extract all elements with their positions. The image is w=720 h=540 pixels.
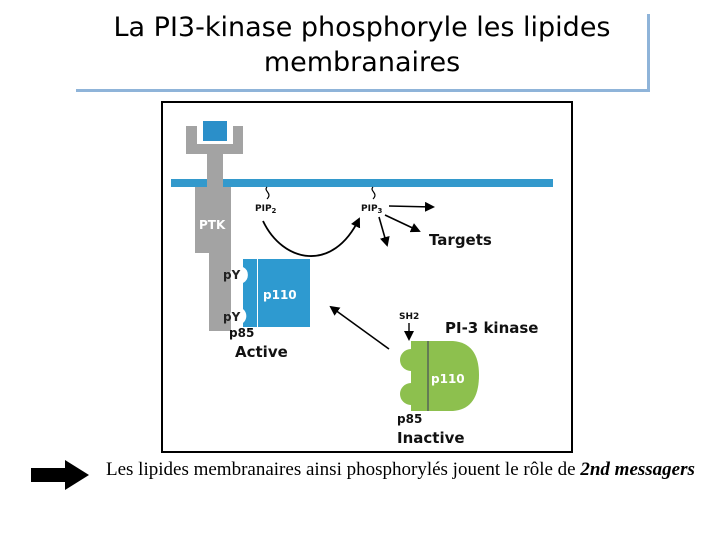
- caption: Les lipides membranaires ainsi phosphory…: [106, 455, 706, 484]
- pip2-squiggle: [265, 186, 270, 200]
- caption-arrow-icon: [31, 460, 89, 490]
- pi3-kinase-label: PI-3 kinase: [445, 319, 538, 337]
- activation-arrow: [329, 305, 390, 350]
- target-arrow-1: [388, 201, 435, 212]
- caption-emphasis: 2nd messagers: [580, 459, 695, 480]
- sh2-label: SH2: [399, 312, 419, 322]
- target-arrow-2: [384, 214, 421, 233]
- p110-inactive-label: p110: [431, 372, 465, 386]
- ptk-label: PTK: [199, 218, 226, 232]
- targets-label: Targets: [429, 231, 492, 249]
- receptor-ptk: [186, 126, 243, 331]
- pip3-squiggle: [371, 186, 376, 200]
- p85-active-strip: [243, 259, 257, 327]
- title-line-2: membranaires: [263, 47, 461, 78]
- pip2-to-pip3-arrow: [262, 217, 361, 257]
- p85-active-label: p85: [229, 326, 254, 340]
- active-label: Active: [235, 343, 288, 361]
- target-arrow-3: [378, 216, 390, 247]
- py-label-2: pY: [223, 310, 241, 324]
- pi3k-diagram-frame: PTK pY pY p110 p85 Active PIP2 PIP3 Targ…: [161, 101, 573, 453]
- p110-inactive-block: [429, 341, 479, 411]
- inactive-label: Inactive: [397, 429, 465, 447]
- title-underline: [76, 89, 650, 92]
- pip2-label: PIP2: [255, 204, 277, 215]
- p85-inactive-block: [400, 341, 427, 411]
- p110-active-block: [258, 259, 310, 327]
- title-side-rule: [647, 14, 650, 92]
- membrane: [171, 179, 553, 187]
- py-label-1: pY: [223, 268, 241, 282]
- title-line-1: La PI3-kinase phosphoryle les lipides: [113, 12, 611, 43]
- slide-title: La PI3-kinase phosphoryle les lipides me…: [76, 10, 648, 80]
- p110-active-label: p110: [263, 288, 297, 302]
- caption-text: Les lipides membranaires ainsi phosphory…: [106, 459, 581, 480]
- p85-inactive-label: p85: [397, 412, 422, 426]
- ligand-block: [203, 121, 227, 141]
- pi3k-diagram: PTK pY pY p110 p85 Active PIP2 PIP3 Targ…: [171, 121, 553, 447]
- pip3-label: PIP3: [361, 204, 383, 215]
